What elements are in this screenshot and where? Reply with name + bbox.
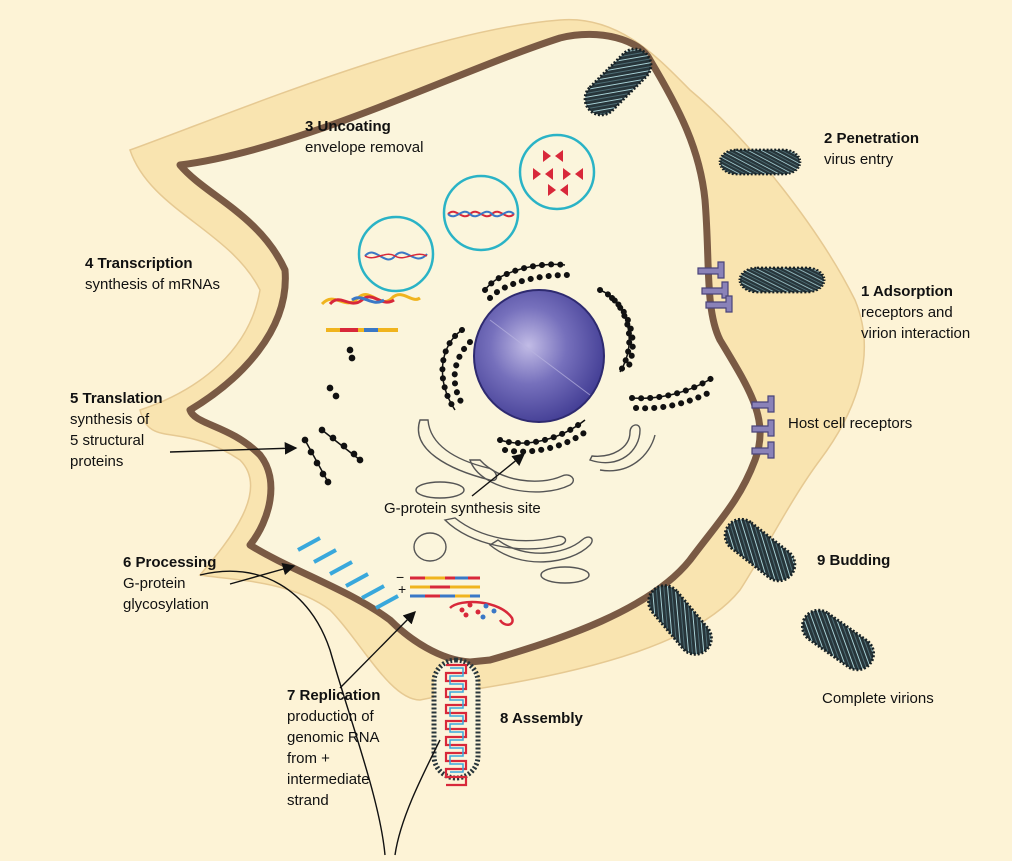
pointer-arrows	[169, 442, 526, 856]
step-title: 6 Processing	[123, 554, 217, 571]
step-3-uncoating: 3 Uncoating envelope removal	[305, 116, 423, 158]
step-7-replication: 7 Replication production of genomic RNA …	[287, 685, 380, 811]
virion-adsorbed	[738, 266, 826, 294]
step-title: 7 Replication	[287, 687, 381, 704]
step-title: 4 Transcription	[85, 255, 193, 272]
minus-sign: −	[396, 569, 405, 585]
step-desc-line: from +	[287, 750, 330, 767]
virion-complete	[794, 602, 882, 678]
complete-virions-label: Complete virions	[822, 690, 934, 707]
assembly-virion	[431, 657, 481, 787]
nucleus	[473, 289, 605, 423]
step-8-assembly: 8 Assembly	[500, 708, 583, 729]
step-desc-line: glycosylation	[123, 596, 209, 613]
step-title: 2 Penetration	[824, 130, 920, 147]
step-desc-line: virus entry	[824, 151, 894, 168]
virion-entry	[718, 148, 802, 176]
step-desc-line: production of	[287, 708, 374, 725]
step-title: 9 Budding	[817, 552, 891, 569]
step-title: 8 Assembly	[500, 710, 583, 727]
step-4-transcription: 4 Transcription synthesis of mRNAs	[85, 253, 220, 295]
step-desc-line: proteins	[70, 453, 124, 470]
step-9-budding: 9 Budding	[817, 550, 890, 571]
free-ribosomes	[301, 346, 364, 486]
uncoating-vesicles	[357, 133, 596, 293]
step-desc-line: G-protein	[123, 575, 186, 592]
step-2-penetration: 2 Penetration virus entry	[824, 128, 919, 170]
step-title: 3 Uncoating	[305, 118, 391, 135]
step-desc-line: receptors and	[861, 304, 953, 321]
endoplasmic-reticulum	[413, 419, 656, 584]
mrna-transcripts	[320, 293, 421, 332]
step-desc-line: envelope removal	[305, 139, 424, 156]
step-desc-line: synthesis of	[70, 411, 150, 428]
step-desc-line: synthesis of mRNAs	[85, 276, 221, 293]
step-desc-line: 5 structural	[70, 432, 145, 449]
step-title: 1 Adsorption	[861, 283, 953, 300]
glycoprotein-spikes	[297, 536, 399, 610]
step-desc-line: genomic RNA	[287, 729, 380, 746]
step-desc-line: strand	[287, 792, 329, 809]
replication-strands	[410, 576, 514, 626]
host-cell-receptors-label: Host cell receptors	[788, 415, 913, 432]
step-6-processing: 6 Processing G-protein glycosylation	[123, 552, 216, 615]
rough-er-ribosomes	[439, 261, 717, 455]
step-1-adsorption: 1 Adsorption receptors and virion intera…	[861, 281, 970, 344]
g-protein-site-label: G-protein synthesis site	[384, 500, 541, 517]
step-title: 5 Translation	[70, 390, 163, 407]
step-5-translation: 5 Translation synthesis of 5 structural …	[70, 388, 163, 472]
host-cell-receptors	[697, 261, 775, 459]
plus-sign: +	[398, 581, 407, 597]
step-desc-line: virion interaction	[861, 325, 971, 342]
step-desc-line: intermediate	[287, 771, 370, 788]
